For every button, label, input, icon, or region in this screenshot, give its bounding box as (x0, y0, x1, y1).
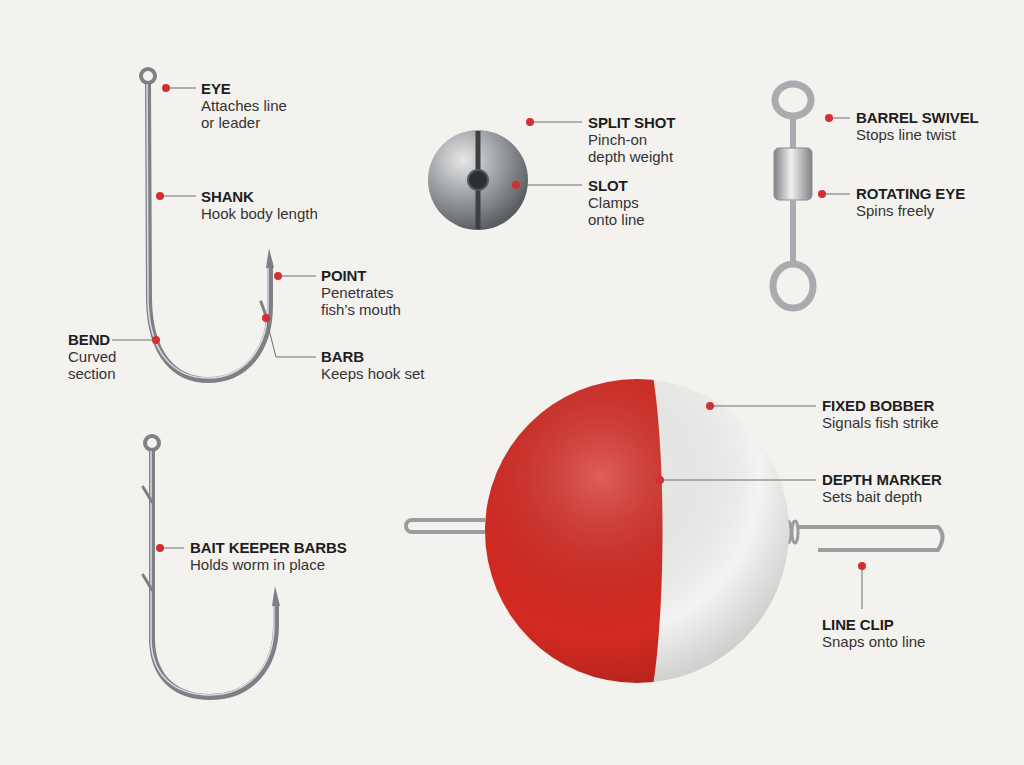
part-description: Hook body length (201, 205, 318, 222)
leader-dot (156, 192, 164, 200)
hook-highlight (151, 451, 274, 695)
leader-line (516, 185, 582, 186)
part-description: Stops line twist (856, 126, 956, 143)
part-name: ROTATING EYE (856, 185, 965, 202)
bait-keeper-barb (143, 575, 152, 590)
part-name: SLOT (588, 177, 628, 194)
part-name: SPLIT SHOT (588, 114, 675, 131)
hook-wire (152, 451, 276, 697)
leader-line (710, 406, 816, 407)
part-description: Pinch-on depth weight (588, 131, 680, 165)
part-name: BARB (321, 348, 364, 365)
leader-line (822, 194, 850, 195)
part-description: Penetrates fish’s mouth (321, 284, 421, 318)
leader-dots (152, 84, 866, 570)
part-description: Snaps onto line (822, 633, 925, 650)
leader-line (112, 340, 156, 341)
bobber-illustration (406, 370, 943, 692)
swivel-wire (790, 200, 796, 264)
part-name: POINT (321, 267, 366, 284)
bait-keeper-barb (143, 487, 152, 502)
leader-lines (112, 88, 862, 609)
hook-point (272, 586, 280, 606)
part-description: Holds worm in place (190, 556, 325, 573)
leader-dot (526, 118, 534, 126)
bobber-wire (406, 520, 485, 532)
leader-line (166, 88, 196, 89)
swivel-eye (775, 84, 811, 116)
part-description: Keeps hook set (321, 365, 424, 382)
part-description: Spins freely (856, 202, 934, 219)
leader-line (862, 566, 863, 609)
hook-barb (261, 302, 269, 324)
split-shot-illustration (428, 130, 528, 230)
part-description: Curved section (68, 348, 132, 382)
leader-dot (156, 544, 164, 552)
part-description: Clamps onto line (588, 194, 668, 228)
hook-eye (141, 69, 155, 83)
leader-dot (858, 562, 866, 570)
part-name: BEND (68, 331, 110, 348)
leader-dot (274, 272, 282, 280)
bobber-shading (485, 379, 789, 683)
split-shot-body (428, 130, 528, 230)
swivel-barrel (774, 148, 812, 200)
leader-line (278, 276, 316, 277)
part-name: FIXED BOBBER (822, 397, 934, 414)
leader-line (530, 122, 582, 123)
part-description: Sets bait depth (822, 488, 922, 505)
hook-point (266, 248, 274, 268)
leader-dot (152, 336, 160, 344)
part-name: EYE (201, 80, 231, 97)
part-name: DEPTH MARKER (822, 471, 942, 488)
swivel-eye (773, 264, 813, 308)
leader-dot (262, 314, 270, 322)
hook-eye (145, 436, 159, 450)
leader-line (660, 480, 816, 481)
bobber-white-half (485, 379, 789, 683)
leader-dot (656, 476, 664, 484)
split-shot-hole (468, 170, 488, 190)
part-name: BAIT KEEPER BARBS (190, 539, 347, 556)
leader-line (266, 318, 316, 357)
leader-dot (512, 181, 520, 189)
barrel-swivel-illustration (773, 84, 813, 308)
part-name: SHANK (201, 188, 254, 205)
line-clip-wire (798, 527, 943, 550)
leader-dot (825, 114, 833, 122)
leader-dot (162, 84, 170, 92)
part-name: BARREL SWIVEL (856, 109, 979, 126)
leader-line (160, 196, 196, 197)
leader-dot (706, 402, 714, 410)
part-name: LINE CLIP (822, 616, 894, 633)
part-description: Attaches line or leader (201, 97, 297, 131)
leader-dot (818, 190, 826, 198)
part-description: Signals fish strike (822, 414, 939, 431)
swivel-wire (790, 116, 796, 150)
